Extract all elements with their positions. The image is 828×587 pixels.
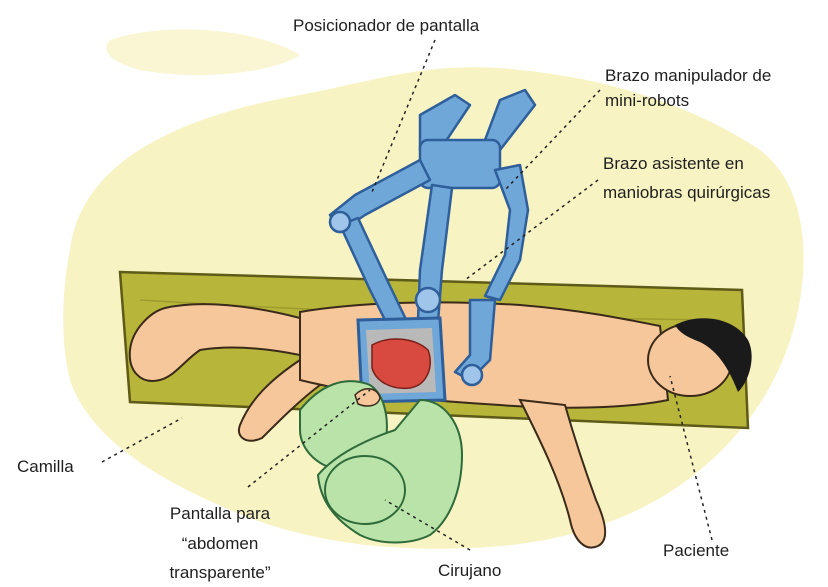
label-screen-line2: “abdomen [165,533,275,555]
label-screen-line3: transparente” [160,562,280,584]
label-manipulator-arm-line2: mini-robots [605,90,689,112]
label-assistant-arm-line2: maniobras quirúrgicas [603,182,770,204]
label-stretcher: Camilla [17,456,74,478]
label-patient: Paciente [663,540,729,562]
label-manipulator-arm-line1: Brazo manipulador de [605,65,771,87]
label-assistant-arm-line1: Brazo asistente en [603,153,744,175]
label-surgeon: Cirujano [438,560,501,582]
background-wash-top [106,29,300,75]
label-screen-line1: Pantalla para [165,503,275,525]
label-screen-positioner: Posicionador de pantalla [293,15,479,37]
